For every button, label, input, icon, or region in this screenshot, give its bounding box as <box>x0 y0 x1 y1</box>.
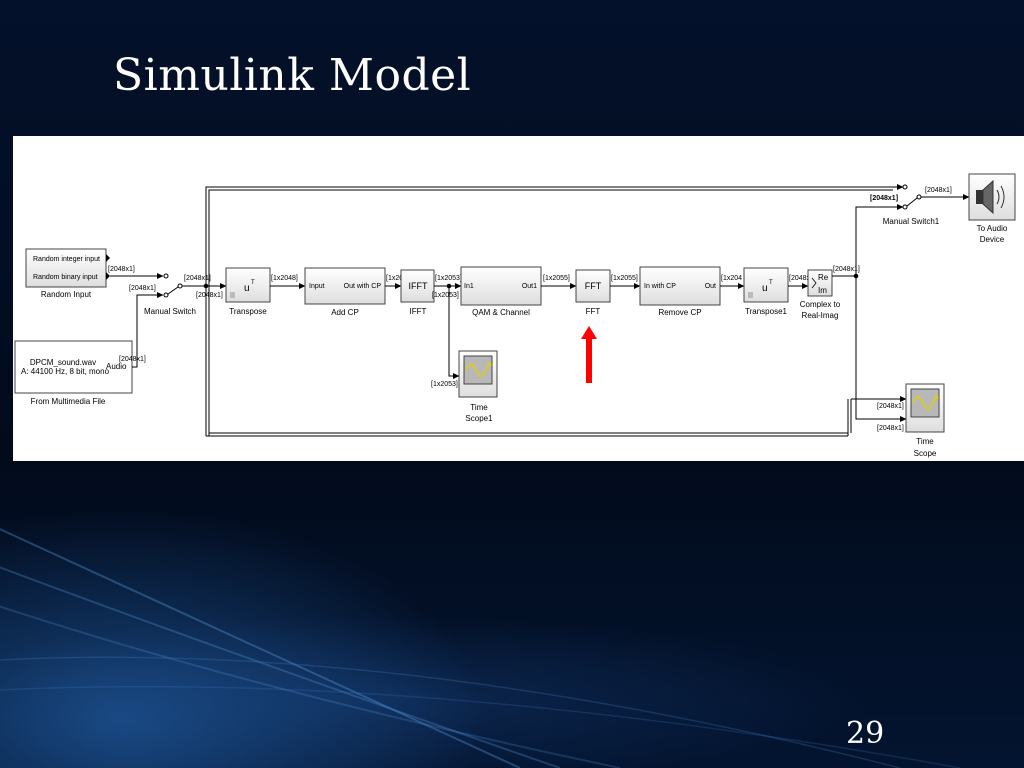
remove-cp-label: Remove CP <box>658 308 701 317</box>
signal-switch-lower-width: [2048x1] <box>129 285 156 292</box>
ifft-out-wires <box>434 283 462 379</box>
signal-scope-upper-in: [2048x1] <box>877 403 904 410</box>
multimedia-label: From Multimedia File <box>31 397 106 406</box>
signal-qam-in: [1x2053] <box>435 275 462 282</box>
qam-label: QAM & Channel <box>472 308 530 317</box>
signal-scope-lower-in: [2048x1] <box>877 425 904 432</box>
time-scope-label2: Scope <box>914 449 937 458</box>
multimedia-file-block[interactable]: DPCM_sound.wav A: 44100 Hz, 8 bit, mono … <box>14 340 133 406</box>
fft-text: FFT <box>585 281 602 291</box>
transpose1-sup: T <box>769 280 773 286</box>
random-input-block[interactable]: Random integer input Random binary input… <box>25 248 110 299</box>
transpose1-label: Transpose1 <box>745 307 788 316</box>
transpose-symbol: u <box>244 283 250 294</box>
transpose-sup: T <box>251 280 255 286</box>
remove-cp-output-port: Out <box>705 283 716 290</box>
qam-output-port: Out1 <box>522 283 537 290</box>
complex-to-real-imag-block[interactable]: Re Im Complex to Real-Imag <box>800 269 841 320</box>
audio-device-block[interactable]: To Audio Device <box>968 173 1016 244</box>
complex-im-port: Im <box>818 286 827 295</box>
slide-title: Simulink Model <box>113 50 472 101</box>
time-scope-block[interactable]: Time Scope <box>905 383 945 458</box>
signal-scope1-in: [1x2053] <box>431 381 458 388</box>
time-scope-label1: Time <box>916 437 934 446</box>
page-number: 29 <box>846 716 885 751</box>
add-cp-block[interactable]: Input Out with CP Add CP <box>304 267 386 317</box>
signal-audio-out: [2048x1] <box>925 187 952 194</box>
complex-label1: Complex to <box>800 300 841 309</box>
signal-complex-out: [2048x1] <box>833 266 860 273</box>
signal-branch-width: [1x2053] <box>432 292 459 299</box>
multimedia-format: A: 44100 Hz, 8 bit, mono <box>21 367 110 376</box>
random-integer-text: Random integer input <box>33 256 100 263</box>
signal-removecp-in: [1x2055] <box>611 275 638 282</box>
fft-block[interactable]: FFT FFT <box>575 269 611 316</box>
signal-switch-out-width: [2048x1] <box>184 275 211 282</box>
ifft-block[interactable]: IFFT IFFT <box>400 269 435 316</box>
time-scope1-label2: Scope1 <box>465 414 493 423</box>
add-cp-input-port: Input <box>309 283 325 290</box>
complex-out-wires <box>832 184 907 422</box>
multimedia-filename: DPCM_sound.wav <box>30 358 96 367</box>
transpose1-block[interactable]: u T Transpose1 <box>743 267 789 316</box>
complex-label2: Real-Imag <box>802 311 839 320</box>
signal-audio-width: [2048x1] <box>119 356 146 363</box>
transpose-label: Transpose <box>229 307 267 316</box>
time-scope1-label1: Time <box>470 403 488 412</box>
random-input-label: Random Input <box>41 290 92 299</box>
audio-device-label2: Device <box>980 235 1005 244</box>
simulink-model-panel: Random integer input Random binary input… <box>13 136 1024 461</box>
manual-switch-block[interactable]: Manual Switch <box>144 273 196 316</box>
time-scope1-block[interactable]: Time Scope1 <box>458 350 498 423</box>
add-cp-label: Add CP <box>331 308 359 317</box>
signal-fft-in: [1x2055] <box>543 275 570 282</box>
qam-input-port: In1 <box>464 283 474 290</box>
signal-ifft-in: [1x2053] <box>386 275 413 282</box>
transpose1-symbol: u <box>762 283 768 294</box>
signal-complex-in: [2048x1] <box>789 275 816 282</box>
ifft-text: IFFT <box>409 281 428 291</box>
speaker-icon <box>976 179 1005 215</box>
main-wires <box>182 283 227 289</box>
highlight-arrow <box>581 326 597 383</box>
multimedia-audio-port: Audio <box>106 362 127 371</box>
simulink-diagram: Random integer input Random binary input… <box>14 173 1016 458</box>
signal-transpose1-in: [1x204 <box>721 275 742 282</box>
remove-cp-block[interactable]: In with CP Out Remove CP <box>639 266 721 317</box>
manual-switch-label: Manual Switch <box>144 307 196 316</box>
complex-re-port: Re <box>818 273 829 282</box>
manual-switch1-label: Manual Switch1 <box>883 217 940 226</box>
signal-switch1-in: [2048x1] <box>870 195 898 202</box>
remove-cp-input-port: In with CP <box>644 283 676 290</box>
transpose-block[interactable]: u T Transpose <box>225 267 271 316</box>
ifft-label: IFFT <box>410 307 427 316</box>
qam-channel-block[interactable]: In1 Out1 QAM & Channel <box>460 266 542 317</box>
signal-addcp-in: [1x2048] <box>271 275 298 282</box>
fft-label: FFT <box>586 307 601 316</box>
signal-transpose-in-width: [2048x1] <box>196 292 223 299</box>
audio-device-label1: To Audio <box>977 224 1008 233</box>
add-cp-output-port: Out with CP <box>344 283 382 290</box>
signal-random-width: [2048x1] <box>108 266 135 273</box>
random-binary-text: Random binary input <box>33 274 98 281</box>
subsystem-frame <box>205 186 893 437</box>
input-wires <box>110 273 164 368</box>
